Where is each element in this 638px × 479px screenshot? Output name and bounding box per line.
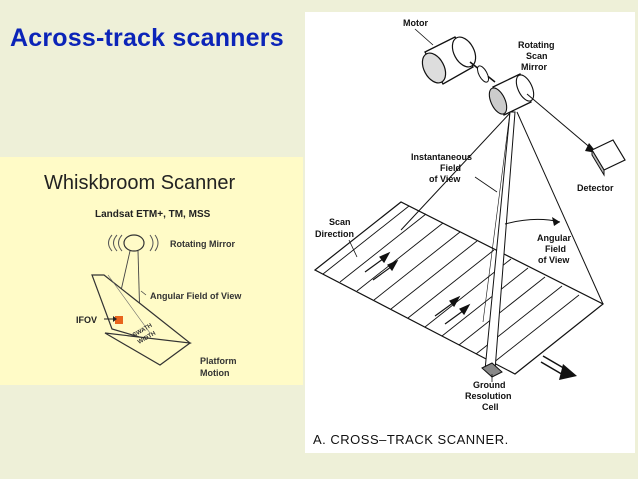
scan-dir-pointer <box>348 239 358 258</box>
platform-label-1: Platform <box>200 356 237 366</box>
ifov-label-3: of View <box>429 174 461 184</box>
slide-title: Across-track scanners <box>10 24 284 52</box>
detector-label: Detector <box>577 183 614 193</box>
afov-line-left <box>400 111 512 231</box>
detector-icon <box>591 139 626 177</box>
platform-label-2: Motion <box>200 368 230 378</box>
ground-label-1: Ground <box>473 380 506 390</box>
scan-direction-arrows <box>364 251 471 325</box>
whiskbroom-heading: Whiskbroom Scanner <box>44 172 236 194</box>
ground-label-3: Cell <box>482 402 499 412</box>
cross-track-panel: Motor Rotating Scan Mirror Detector Inst… <box>305 12 635 453</box>
ifov-pointer <box>474 176 498 193</box>
ifov-label-1: Instantaneous <box>411 152 472 162</box>
detector-beam <box>526 93 594 151</box>
cross-track-diagram: Motor Rotating Scan Mirror Detector Inst… <box>313 18 626 447</box>
ifov-arrowhead <box>113 316 117 322</box>
whiskbroom-sensors: Landsat ETM+, TM, MSS <box>95 209 211 220</box>
afov-arc-arrow <box>552 217 560 226</box>
cross-track-caption: A. CROSS–TRACK SCANNER. <box>313 432 509 447</box>
ground-label-2: Resolution <box>465 391 512 401</box>
motor-icon <box>421 36 496 85</box>
platform-motion-arrow <box>540 355 577 380</box>
platform-arrow-head <box>104 332 192 366</box>
motor-pointer <box>414 28 434 46</box>
scan-dir-label-1: Scan <box>329 217 351 227</box>
afov-label-2: Field <box>545 244 566 254</box>
afov-label-1: Angular <box>537 233 571 243</box>
afov-line-right <box>516 111 604 305</box>
whiskbroom-diagram: Whiskbroom Scanner Landsat ETM+, TM, MSS… <box>44 172 242 378</box>
ifov-marker <box>115 316 123 324</box>
motor-label: Motor <box>403 18 428 28</box>
swath-line <box>107 274 151 334</box>
ifov-beam-inner <box>482 111 511 323</box>
scan-dir-label-2: Direction <box>315 229 354 239</box>
mirror-label-3: Mirror <box>521 62 548 72</box>
angular-fov-label: Angular Field of View <box>150 291 242 301</box>
scan-mirror-icon <box>488 73 535 116</box>
rotating-mirror-icon <box>108 234 159 252</box>
whiskbroom-panel: Whiskbroom Scanner Landsat ETM+, TM, MSS… <box>0 157 303 385</box>
ifov-label-2: Field <box>440 163 461 173</box>
mirror-label-1: Rotating <box>518 40 555 50</box>
mirror-label-2: Scan <box>526 51 548 61</box>
rotating-mirror-label: Rotating Mirror <box>170 239 235 249</box>
afov-pointer <box>140 290 147 296</box>
ground-resolution-cell <box>481 362 503 378</box>
afov-label-3: of View <box>538 255 570 265</box>
ifov-label: IFOV <box>76 315 97 325</box>
afov-arc <box>504 218 561 225</box>
